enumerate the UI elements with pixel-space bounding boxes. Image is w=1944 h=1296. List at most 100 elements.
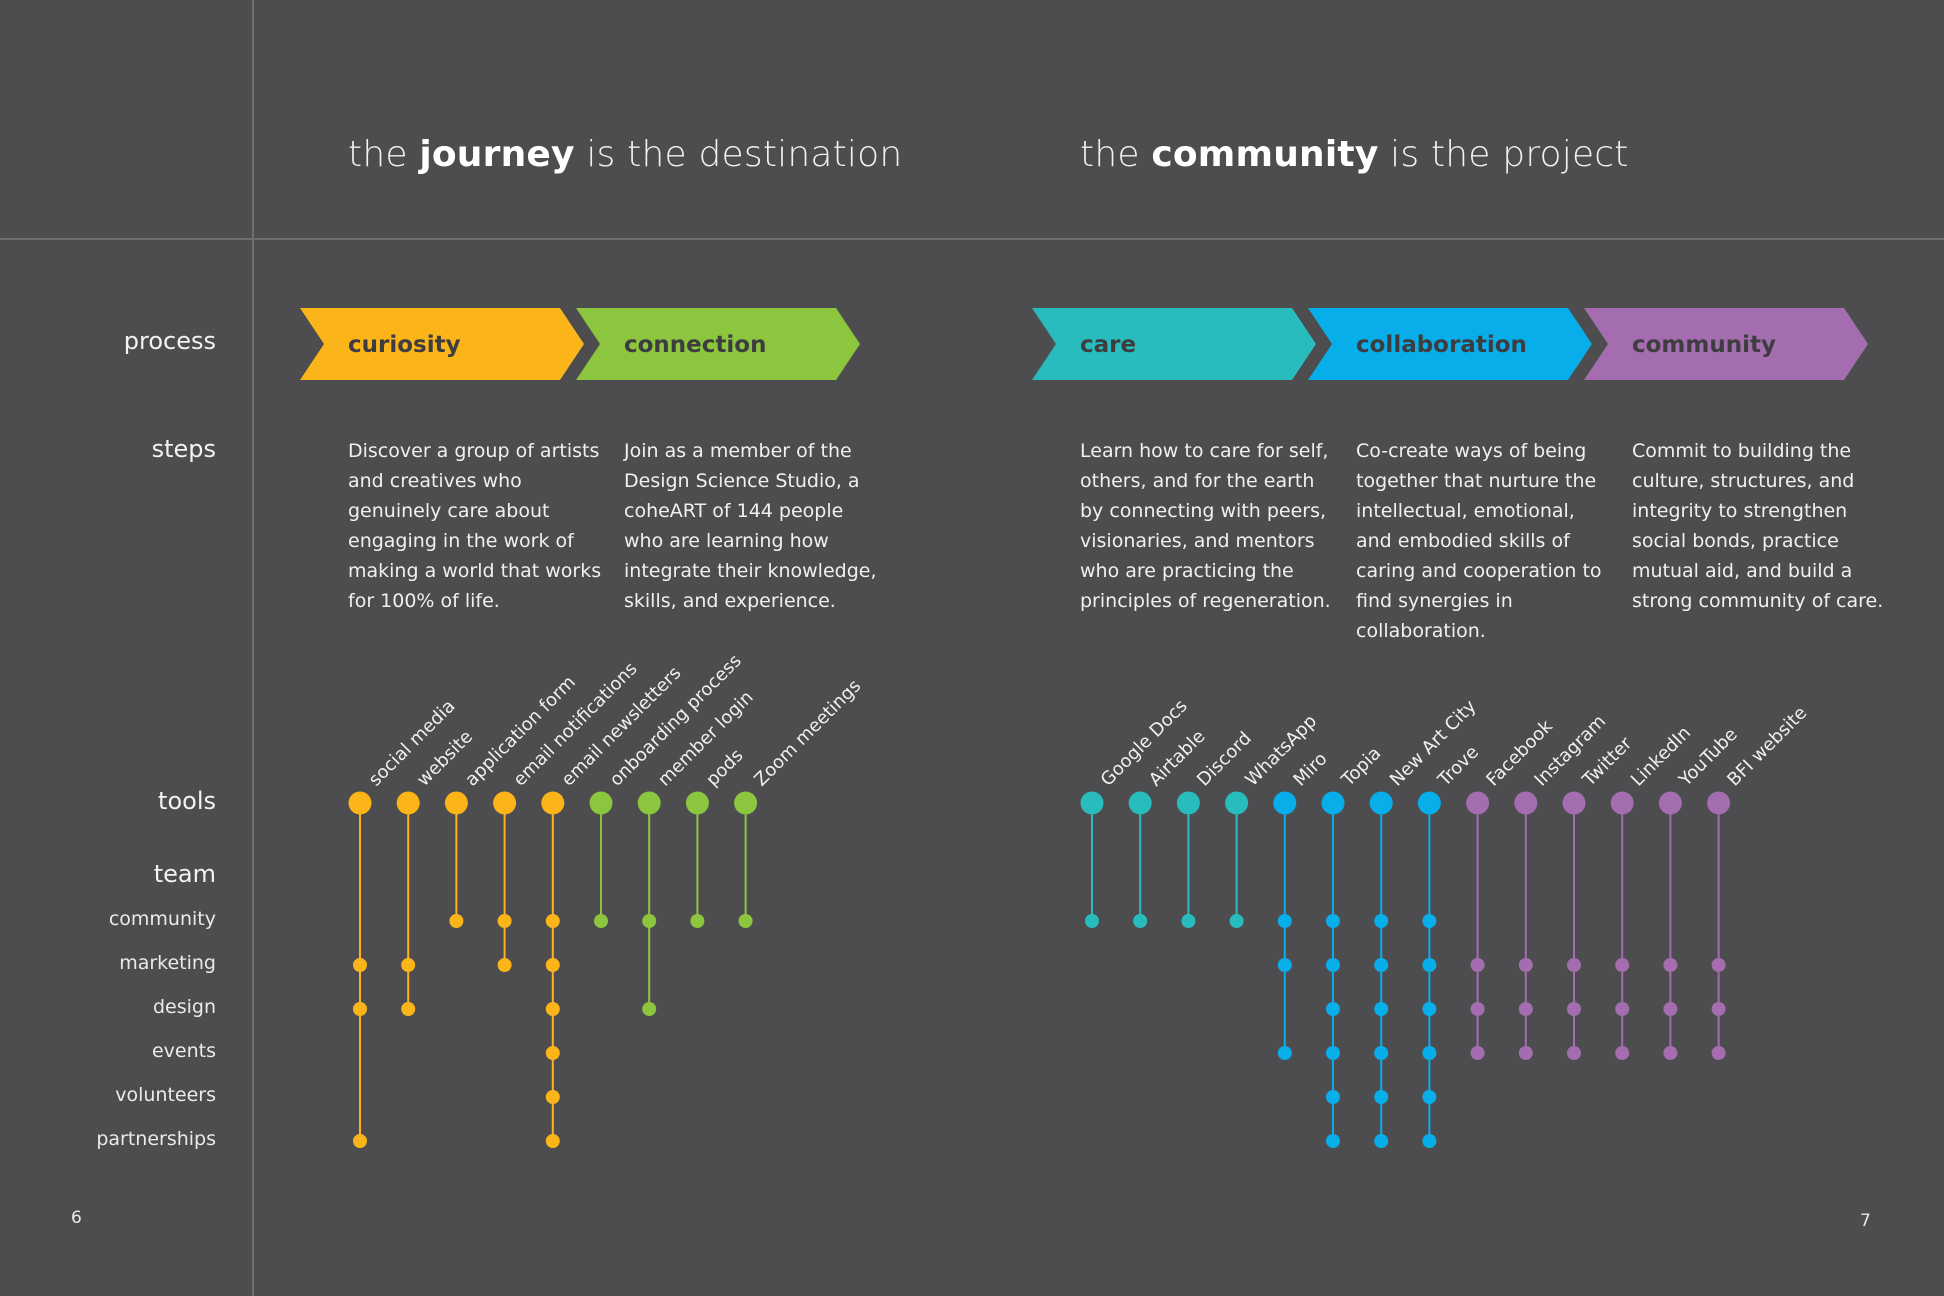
team-dot-email-newsletters-partnerships [545, 1134, 560, 1148]
team-dot-trove-marketing [1422, 958, 1437, 972]
team-label-design: design [152, 996, 216, 1018]
team-dot-whatsapp-community [1229, 914, 1244, 928]
tool-dot-member-login [637, 791, 661, 815]
team-label-volunteers: volunteers [115, 1084, 216, 1106]
tool-dot-twitter [1562, 791, 1586, 815]
chevron-label-collaboration: collaboration [1356, 332, 1527, 358]
tool-dot-topia [1321, 791, 1345, 815]
team-dot-bfi-website-design [1711, 1002, 1726, 1016]
chevron-label-connection: connection [624, 332, 766, 358]
tool-dot-email-newsletters [541, 791, 565, 815]
team-dot-miro-community [1277, 914, 1292, 928]
chevron-curiosity [300, 308, 584, 380]
team-dot-twitter-design [1567, 1002, 1581, 1016]
tool-dot-facebook [1466, 791, 1490, 815]
tool-dot-discord [1176, 791, 1200, 815]
page-number-left: 6 [71, 1208, 82, 1228]
team-dot-trove-volunteers [1422, 1090, 1437, 1104]
team-dot-discord-community [1181, 914, 1196, 928]
team-dot-member-login-design [642, 1002, 657, 1016]
tool-dot-onboarding-process [589, 791, 613, 815]
team-dot-new-art-city-volunteers [1374, 1090, 1389, 1104]
team-dot-miro-events [1277, 1046, 1292, 1060]
team-dot-bfi-website-marketing [1711, 958, 1726, 972]
tool-dot-new-art-city [1369, 791, 1393, 815]
team-dot-member-login-community [642, 914, 657, 928]
team-dot-website-design [401, 1002, 416, 1016]
tool-dot-website [396, 791, 420, 815]
team-dot-facebook-events [1470, 1046, 1485, 1060]
tool-dot-google-docs [1080, 791, 1104, 815]
team-dot-instagram-events [1518, 1046, 1533, 1060]
row-label-process: process [123, 327, 216, 355]
heading-journey: the journey is the destination [348, 134, 903, 175]
chevron-label-community: community [1632, 332, 1776, 358]
team-dot-facebook-marketing [1470, 958, 1485, 972]
step-collaboration: Co-create ways of being together that nu… [1356, 440, 1602, 642]
team-dot-linkedin-marketing [1615, 958, 1630, 972]
team-dot-linkedin-design [1615, 1002, 1630, 1016]
tool-dot-trove [1417, 791, 1441, 815]
team-dot-new-art-city-marketing [1374, 958, 1389, 972]
tool-label-bfi-website: BFI website [1723, 703, 1811, 791]
team-dot-social-media-design [353, 1002, 367, 1016]
tool-dot-miro [1273, 791, 1297, 815]
team-dot-new-art-city-design [1374, 1002, 1389, 1016]
team-dot-youtube-marketing [1663, 958, 1678, 972]
step-curiosity: Discover a group of artists and creative… [348, 440, 602, 612]
team-dot-new-art-city-events [1374, 1046, 1389, 1060]
tool-dot-social-media [348, 791, 372, 815]
team-dot-topia-community [1326, 914, 1340, 928]
chevron-label-care: care [1080, 332, 1136, 358]
team-dot-pods-community [690, 914, 705, 928]
team-dot-social-media-marketing [353, 958, 367, 972]
team-dot-email-notifications-community [497, 914, 512, 928]
team-dot-new-art-city-partnerships [1374, 1134, 1389, 1148]
team-dot-instagram-marketing [1518, 958, 1533, 972]
chevron-care [1032, 308, 1316, 380]
step-connection: Join as a member of the Design Science S… [624, 440, 877, 612]
row-label-steps: steps [151, 435, 216, 463]
tool-label-zoom-meetings: Zoom meetings [750, 676, 865, 791]
tool-label-topia: Topia [1337, 743, 1385, 791]
team-dot-google-docs-community [1085, 914, 1099, 928]
team-dot-airtable-community [1133, 914, 1148, 928]
team-dot-topia-partnerships [1326, 1134, 1340, 1148]
team-dot-trove-design [1422, 1002, 1437, 1016]
team-dot-application-form-community [449, 914, 464, 928]
tool-dot-youtube [1658, 791, 1682, 815]
team-dot-bfi-website-events [1711, 1046, 1726, 1060]
tool-dot-application-form [444, 791, 468, 815]
team-dot-new-art-city-community [1374, 914, 1389, 928]
team-label-marketing: marketing [119, 952, 216, 974]
tool-dot-bfi-website [1707, 791, 1731, 815]
team-dot-topia-volunteers [1326, 1090, 1340, 1104]
tool-label-pods: pods [702, 745, 747, 790]
chevron-connection [576, 308, 860, 380]
tool-dot-whatsapp [1225, 791, 1249, 815]
page-number-right: 7 [1860, 1211, 1871, 1231]
team-dot-social-media-partnerships [353, 1134, 367, 1148]
chevron-label-curiosity: curiosity [348, 332, 461, 358]
tool-label-miro: Miro [1289, 748, 1331, 790]
tool-dot-zoom-meetings [734, 791, 758, 815]
team-dot-twitter-events [1567, 1046, 1581, 1060]
step-community: Commit to building the culture, structur… [1632, 440, 1884, 612]
team-dot-twitter-marketing [1567, 958, 1581, 972]
team-dot-linkedin-events [1615, 1046, 1630, 1060]
row-label-tools: tools [158, 787, 216, 815]
team-dot-email-notifications-marketing [497, 958, 512, 972]
tool-dot-email-notifications [493, 791, 517, 815]
tool-dot-airtable [1128, 791, 1152, 815]
tool-dot-instagram [1514, 791, 1538, 815]
team-dot-website-marketing [401, 958, 416, 972]
team-dot-email-newsletters-events [545, 1046, 560, 1060]
chevron-collaboration [1308, 308, 1592, 380]
team-dot-email-newsletters-volunteers [545, 1090, 560, 1104]
chevron-community [1584, 308, 1868, 380]
team-dot-trove-community [1422, 914, 1437, 928]
team-dot-email-newsletters-community [545, 914, 560, 928]
team-dot-onboarding-process-community [594, 914, 608, 928]
team-dot-topia-marketing [1326, 958, 1340, 972]
